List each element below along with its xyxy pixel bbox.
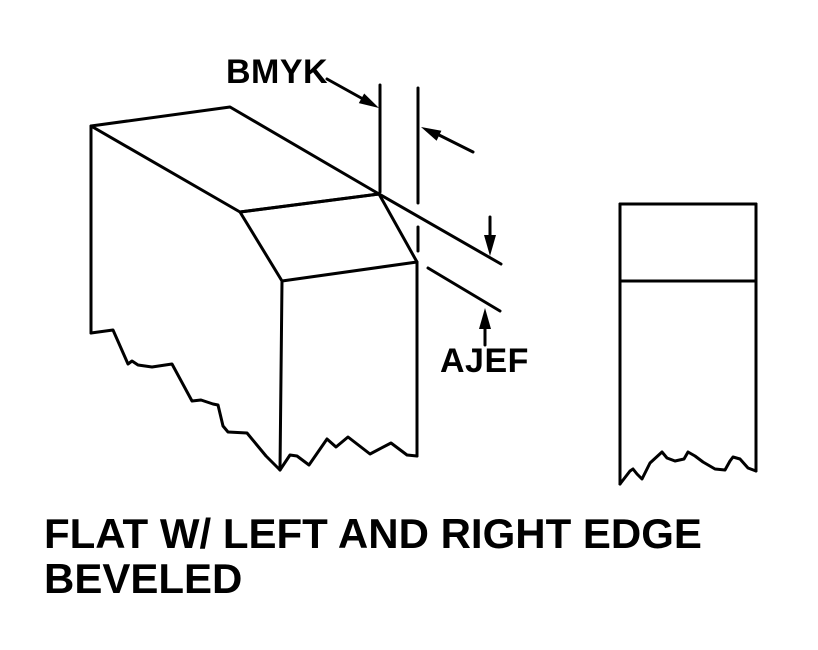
top-face — [89, 105, 381, 214]
front-break-line — [278, 435, 419, 472]
front-left-edge — [278, 279, 284, 472]
ajef-up-arrow — [479, 308, 491, 347]
figure-caption-line1: FLAT W/ LEFT AND RIGHT EDGE — [44, 510, 702, 557]
left-face-break-line — [89, 328, 282, 472]
dimension-label-bmyk: BMYK — [226, 53, 329, 91]
dimension-annotations — [325, 77, 503, 347]
bevel-face — [238, 192, 419, 283]
side-view — [618, 202, 758, 486]
ajef-down-arrow — [484, 215, 496, 256]
side-view-break-line — [618, 450, 758, 486]
width-arrow-right — [421, 127, 475, 154]
figure-caption-line2: BEVELED — [44, 555, 243, 602]
isometric-view — [89, 105, 419, 472]
dimension-label-ajef: AJEF — [440, 342, 529, 380]
ajef-upper-slant-line — [377, 192, 503, 266]
ajef-lower-slant-line — [426, 266, 502, 313]
bmyk-leader-arrow — [325, 77, 379, 108]
